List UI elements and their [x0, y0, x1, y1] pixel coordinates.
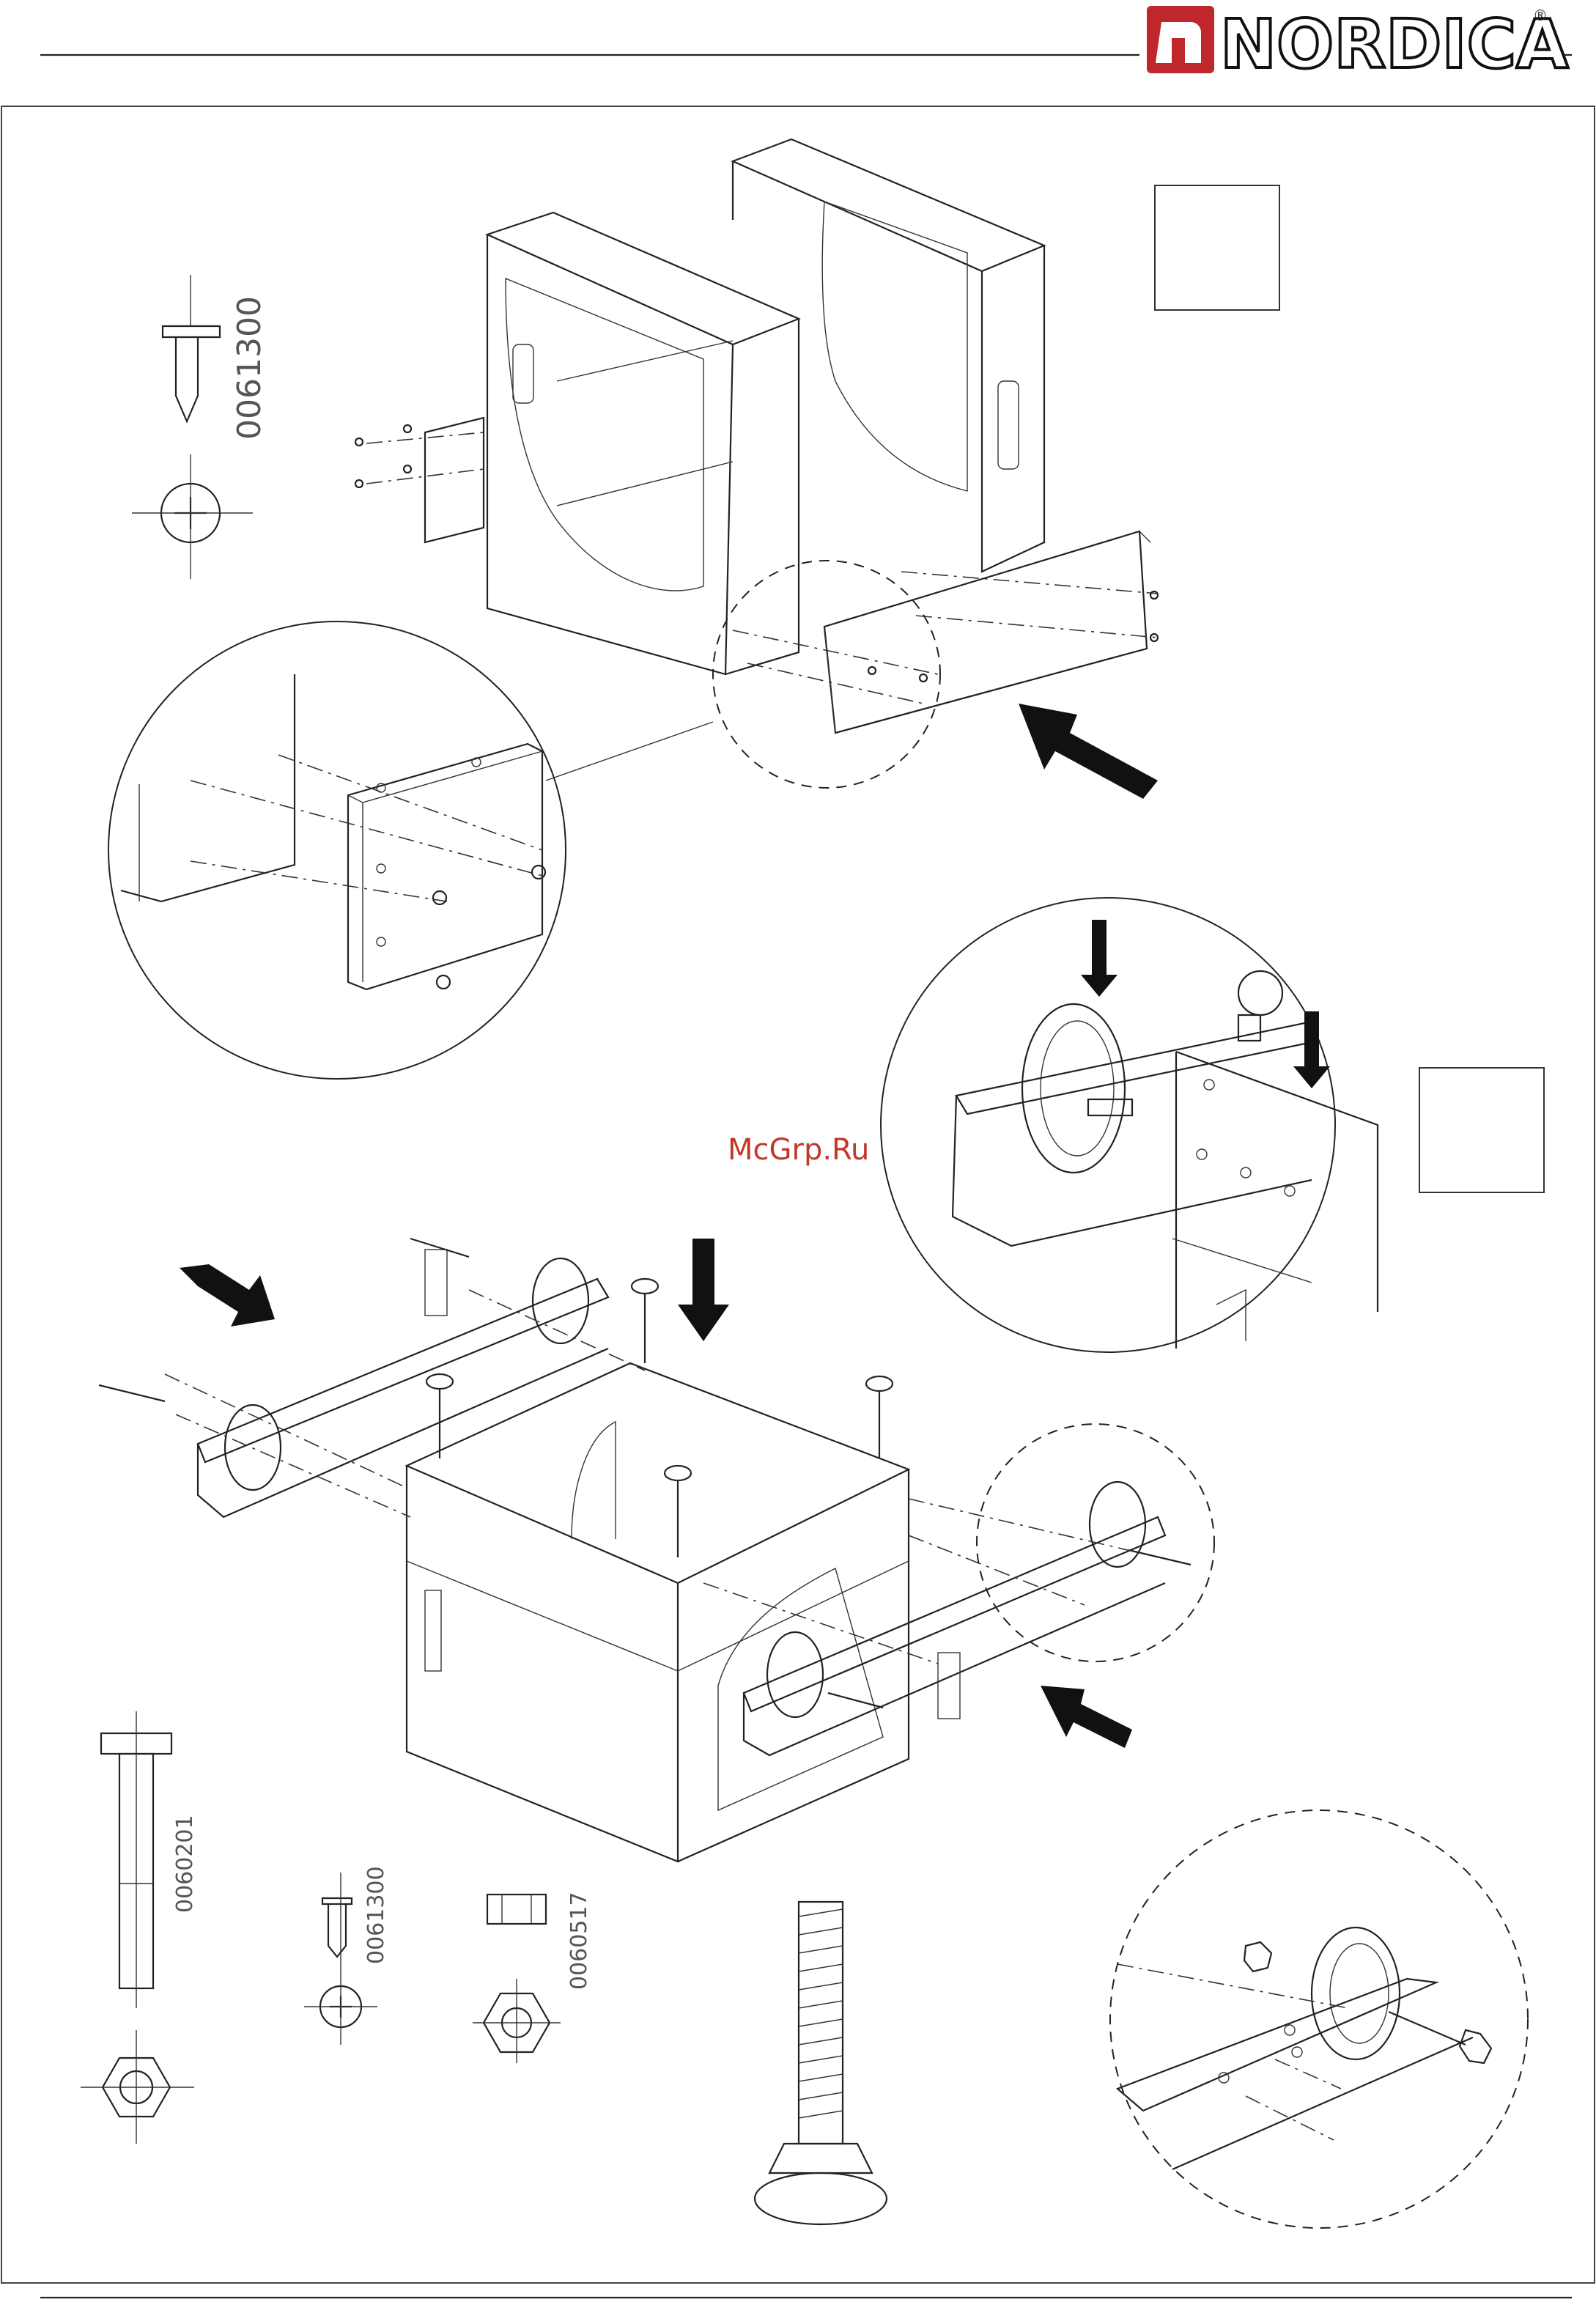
- registered-mark: ®: [1533, 7, 1548, 24]
- screw-part-bottom: 0061300: [304, 1866, 389, 2045]
- detail-circle-axle: [1110, 1810, 1528, 2228]
- screw-part-top: 0061300: [132, 275, 268, 579]
- nut-part: 0060517: [473, 1892, 592, 2063]
- insert-arrow-right: [1041, 1686, 1132, 1748]
- part-code-screw-top: 0061300: [231, 296, 268, 440]
- brand-name: NORDICA: [1220, 5, 1568, 84]
- figure-label-box-top: [1155, 185, 1279, 310]
- detail-arrow-left: [1081, 920, 1117, 997]
- detail-circle-rail-mount: [108, 621, 566, 1079]
- watermark: McGrp.Ru: [728, 1133, 869, 1167]
- part-code-bolt: 0060201: [172, 1815, 198, 1913]
- top-assembly: [355, 139, 1158, 733]
- insert-arrow-left: [180, 1264, 275, 1327]
- detail-circle-wheel: [881, 898, 1378, 1352]
- insert-arrow-down: [678, 1239, 729, 1341]
- insert-arrow-top: [1019, 704, 1158, 799]
- bolt-part: 0060201: [81, 1711, 198, 2144]
- figure-label-box-bottom: [1419, 1068, 1544, 1192]
- detail-arrow-right: [1293, 1011, 1330, 1088]
- callout-marker-top: [713, 561, 940, 788]
- part-code-nut: 0060517: [566, 1892, 592, 1990]
- screw-set-top: [355, 425, 1158, 682]
- bottom-assembly: [99, 1239, 1191, 1862]
- brand-logo: NORDICA ®: [1147, 5, 1568, 84]
- foot-part: [755, 1902, 887, 2224]
- part-code-screw-bottom: 0061300: [363, 1866, 389, 1964]
